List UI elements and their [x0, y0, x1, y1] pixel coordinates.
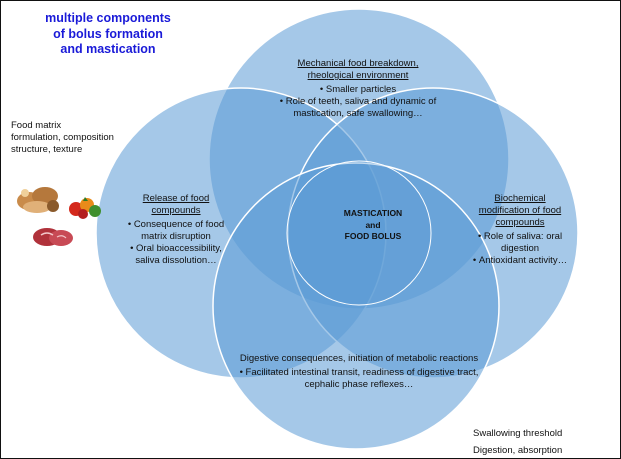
block-bullet: Smaller particles [263, 84, 453, 96]
swallowing-note: Swallowing threshold Digestion, absorpti… [473, 425, 563, 458]
block-heading: Biochemical [494, 193, 546, 204]
block-heading: metabolic reactions [396, 353, 479, 364]
block-heading: rheological environment [307, 70, 409, 81]
fruits-and-vegetables-image [69, 197, 101, 219]
block-bullet: Role of teeth, saliva and dynamic of mas… [263, 96, 453, 120]
block-bullet: Facilitated intestinal transit, readines… [239, 367, 479, 391]
block-bullet: Antioxidant activity… [464, 255, 576, 267]
raw-meat-image [33, 228, 73, 246]
release-compounds-block: Release of food compounds Consequence of… [117, 193, 235, 267]
note-line: Swallowing threshold [473, 428, 563, 439]
slide-title: multiple components of bolus formation a… [23, 11, 193, 58]
block-bullet: Oral bioaccessibility, saliva dissolutio… [117, 243, 235, 267]
title-line: and mastication [60, 42, 156, 56]
venn-center-circle [286, 160, 432, 306]
block-heading: Mechanical food breakdown, [297, 58, 419, 69]
center-label-line: and [365, 219, 381, 230]
mechanical-breakdown-block: Mechanical food breakdown, rheological e… [263, 58, 453, 120]
title-line: of bolus formation [53, 26, 163, 41]
biochemical-modification-block: Biochemical modification of food compoun… [464, 193, 576, 267]
center-label-line: FOOD BOLUS [344, 231, 402, 241]
block-heading: Digestive consequences, initiation of [239, 353, 394, 364]
block-heading: compounds [151, 205, 201, 216]
digestive-consequences-block: Digestive consequences, initiation of me… [239, 353, 479, 391]
block-bullet: Consequence of food matrix disruption [117, 219, 235, 243]
block-heading: modification of food [478, 205, 562, 216]
center-label-line: MASTICATION [343, 208, 403, 218]
food-matrix-note: Food matrix formulation, composition str… [11, 120, 114, 156]
bread-and-pastry-image [17, 187, 59, 213]
block-bullet: Role of saliva: oral digestion [464, 231, 576, 255]
note-line: structure, texture [11, 144, 83, 155]
block-heading: Release of food [142, 193, 210, 204]
note-line: formulation, composition [11, 132, 114, 143]
center-label: MASTICATION and FOOD BOLUS [313, 208, 433, 243]
note-line: Digestion, absorption [473, 445, 563, 456]
block-heading: compounds [495, 217, 545, 228]
note-line: Food matrix [11, 120, 62, 131]
title-line: multiple components [45, 11, 171, 25]
